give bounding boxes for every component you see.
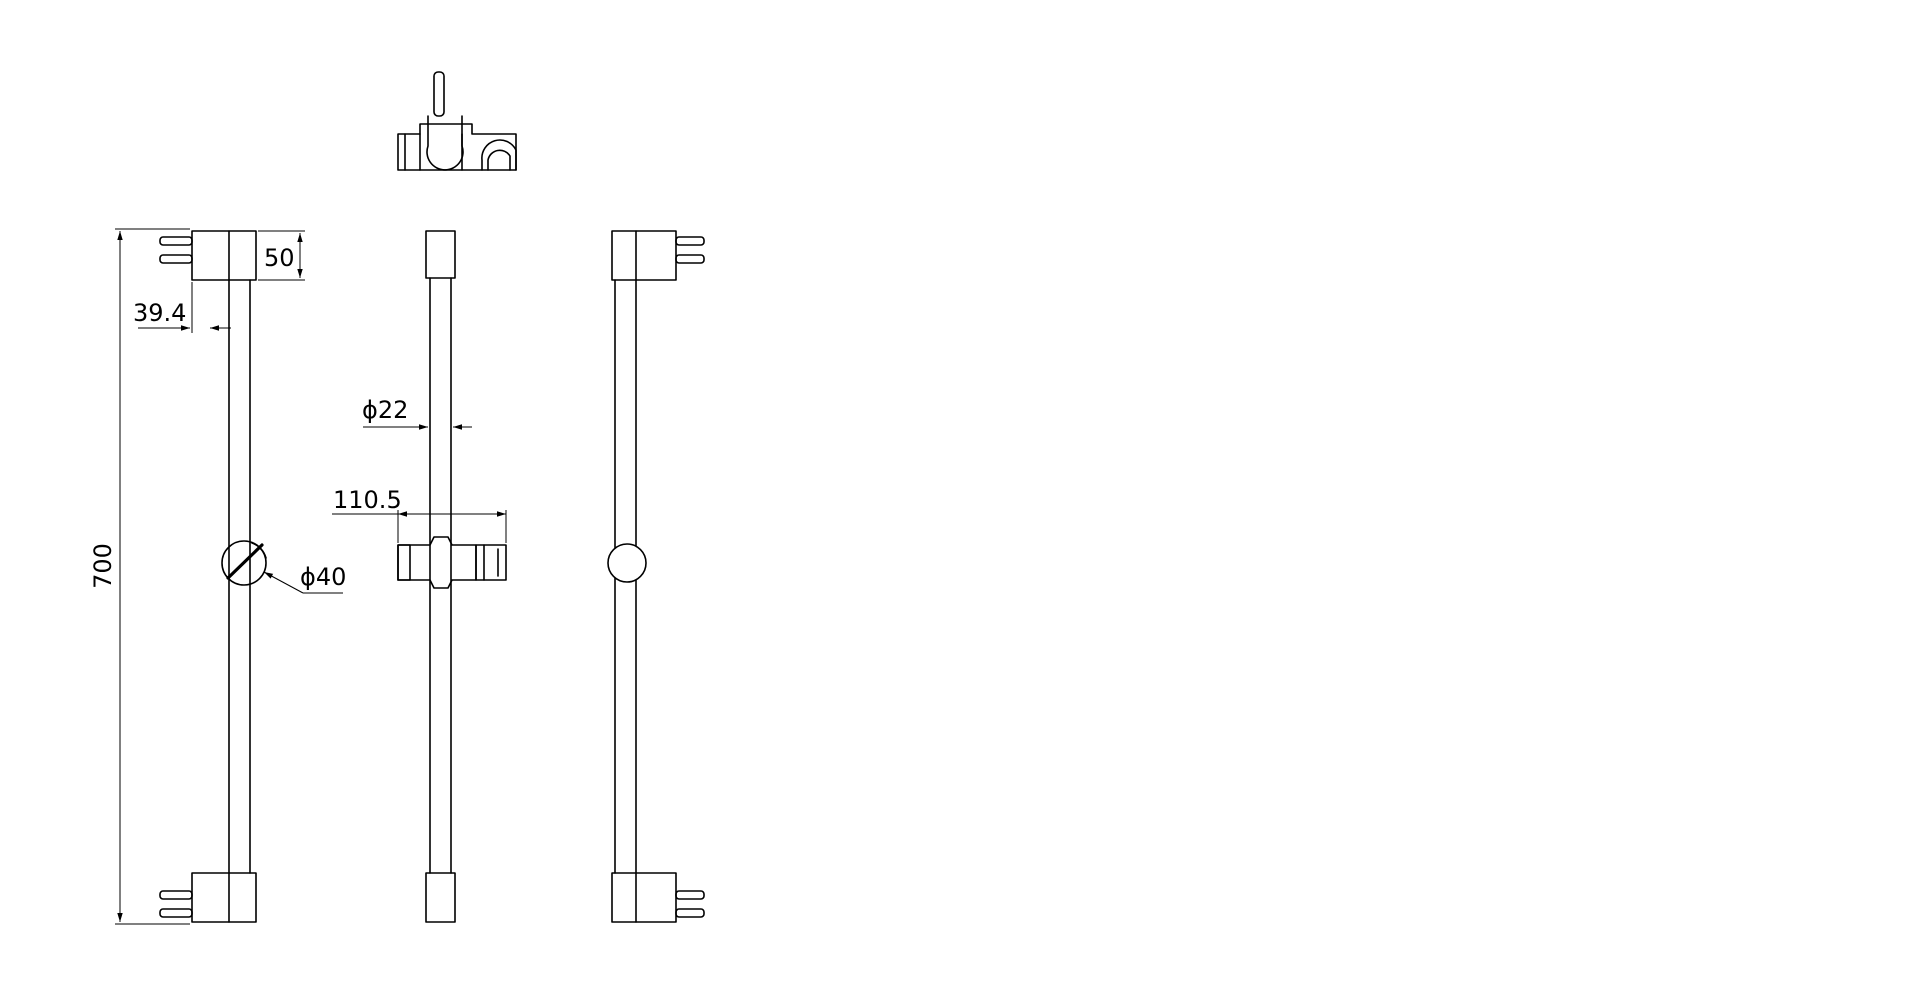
rear-view-right — [607, 230, 705, 923]
top-view-hook — [481, 139, 517, 171]
top-bracket — [191, 230, 257, 281]
front-view-left — [159, 230, 267, 923]
dimension-label-50: 50 — [264, 244, 295, 272]
dimension-wall-offset: 39.4 — [133, 282, 231, 333]
dimension-label-110-5: 110.5 — [333, 486, 402, 514]
bottom-bracket — [191, 872, 257, 923]
pin — [675, 236, 705, 246]
top-cap — [425, 230, 456, 279]
bottom-cap — [425, 872, 456, 923]
top-view-body — [397, 123, 517, 171]
knob — [221, 540, 267, 586]
dimension-label-39-4: 39.4 — [133, 299, 186, 327]
pin — [159, 236, 193, 246]
pin — [675, 254, 705, 264]
dimension-label-700: 700 — [89, 543, 117, 589]
bottom-bracket — [611, 872, 677, 923]
top-view-keyhole — [426, 115, 464, 171]
pin — [159, 908, 193, 918]
pin — [675, 890, 705, 900]
pin — [675, 908, 705, 918]
dimension-label-phi40: ϕ40 — [300, 563, 346, 591]
dimension-label-phi22: ϕ22 — [362, 396, 408, 424]
pin — [159, 890, 193, 900]
dimension-total-length: 700 — [89, 228, 190, 925]
top-view-pin — [433, 71, 445, 117]
side-view-middle — [397, 230, 507, 923]
dimension-knob-diameter: ϕ40 — [263, 563, 346, 594]
knob — [607, 543, 647, 583]
dimension-bracket-height: 50 — [258, 230, 305, 281]
dimension-slider-width: 110.5 — [332, 486, 507, 543]
slider-holder — [475, 544, 507, 581]
dimension-rail-diameter: ϕ22 — [362, 396, 472, 430]
top-bracket — [611, 230, 677, 281]
pin — [159, 254, 193, 264]
top-view-slider — [397, 71, 517, 171]
